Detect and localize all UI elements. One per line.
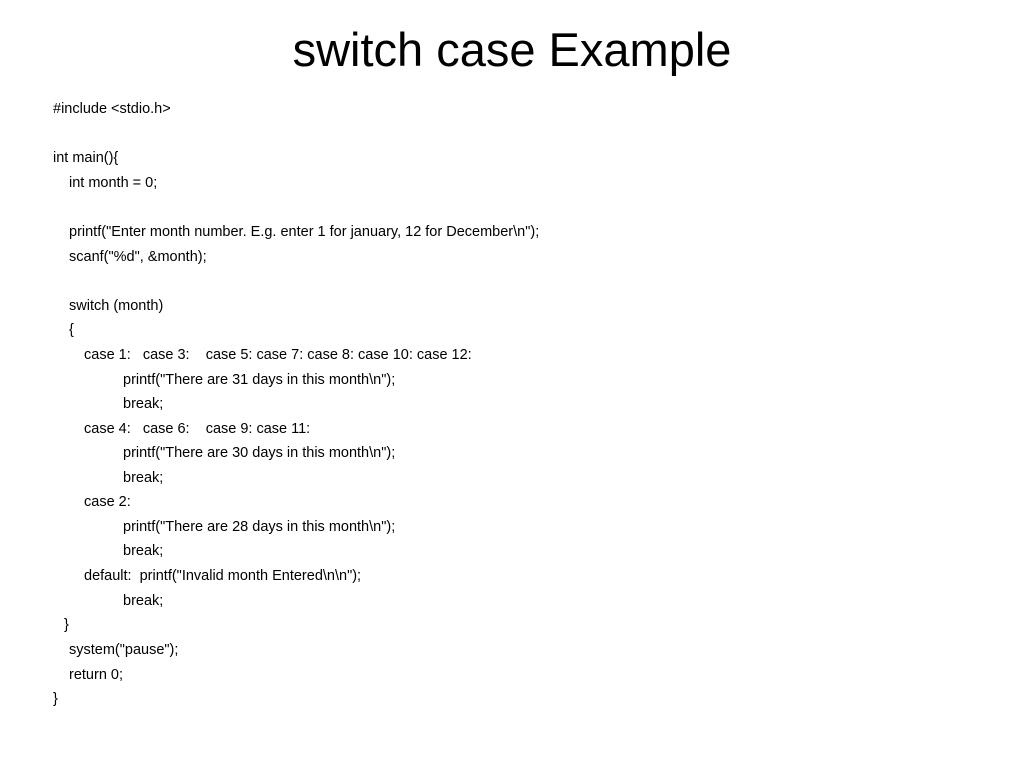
code-line-case-31: case 1: case 3: case 5: case 7: case 8: … — [84, 347, 472, 363]
code-line-printf-31: printf("There are 31 days in this month\… — [123, 372, 396, 388]
code-line-case-30: case 4: case 6: case 9: case 11: — [84, 421, 311, 437]
code-line-declare-month: int month = 0; — [69, 175, 158, 191]
code-line-main: int main(){ — [53, 150, 119, 166]
code-line-printf-28: printf("There are 28 days in this month\… — [123, 519, 396, 535]
code-line-switch-close-brace: } — [64, 617, 69, 633]
code-line-scanf: scanf("%d", &month); — [69, 249, 207, 265]
code-line-break: break; — [123, 543, 164, 559]
code-line-break: break; — [123, 396, 164, 412]
code-line-break: break; — [123, 593, 164, 609]
code-line-system-pause: system("pause"); — [69, 642, 179, 658]
code-line-default: default: printf("Invalid month Entered\n… — [84, 568, 362, 584]
code-line-return: return 0; — [69, 667, 123, 683]
code-line-case-28: case 2: — [84, 494, 131, 510]
code-line-break: break; — [123, 470, 164, 486]
code-line-main-close-brace: } — [53, 691, 58, 707]
code-line-switch: switch (month) — [69, 298, 164, 314]
code-line-printf-30: printf("There are 30 days in this month\… — [123, 445, 396, 461]
code-line-include: #include <stdio.h> — [53, 101, 171, 117]
slide-title: switch case Example — [292, 23, 732, 76]
code-line-switch-open-brace: { — [69, 322, 74, 338]
code-line-printf-prompt: printf("Enter month number. E.g. enter 1… — [69, 224, 540, 240]
